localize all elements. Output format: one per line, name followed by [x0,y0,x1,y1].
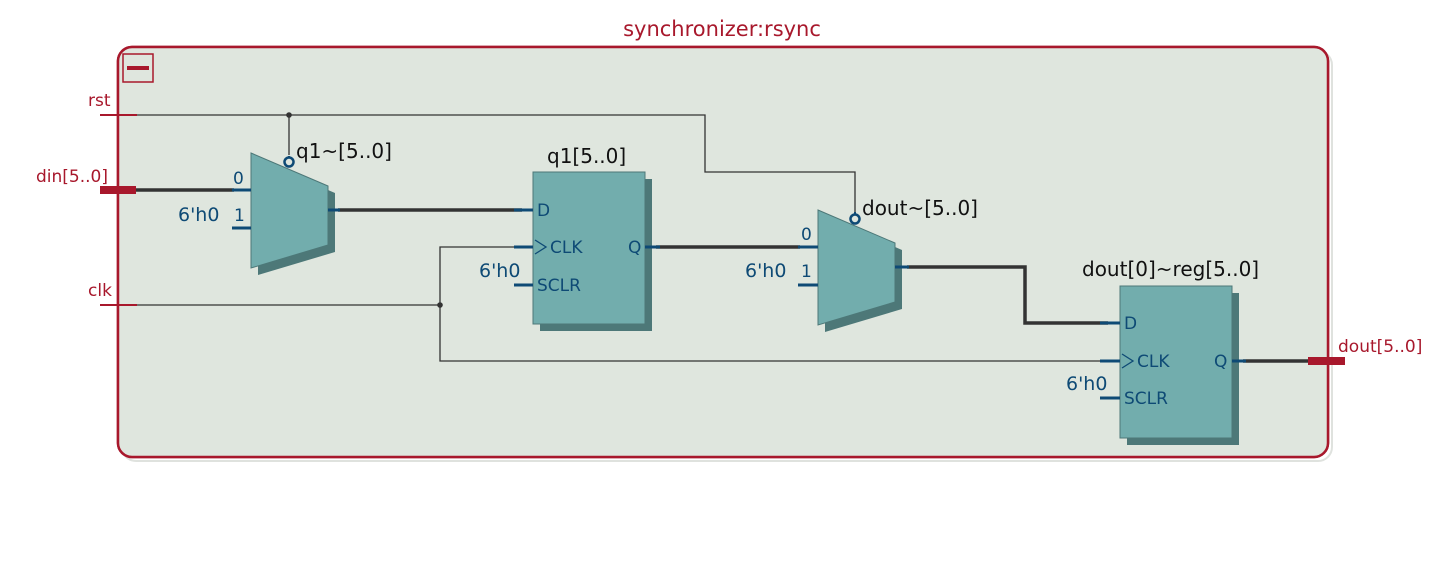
mux2-name-label: dout~[5..0] [862,196,978,220]
mux2-const-label: 6'h0 [745,260,786,282]
mux2-block[interactable]: 0 1 6'h0 dout~[5..0] [745,196,978,332]
reg1-pin-d: D [537,201,550,221]
reg1-pin-q: Q [628,238,641,258]
mux2-to-reg2-bus [907,265,1108,325]
module-frame [116,45,1333,462]
port-din[interactable]: din[5..0] [36,167,136,194]
reg2-pin-d: D [1124,314,1137,334]
module-title: synchronizer:rsync [623,17,821,41]
port-dout-label: dout[5..0] [1338,337,1422,357]
port-rst[interactable]: rst [88,91,137,116]
reg2-const-label: 6'h0 [1066,373,1107,395]
reg2-pin-sclr: SCLR [1124,389,1168,409]
collapse-button[interactable] [122,53,154,83]
mux2-in1-label: 1 [801,262,812,282]
mux2-in0-label: 0 [801,225,812,245]
reg1-clock-edge-icon [534,239,548,255]
port-dout[interactable]: dout[5..0] [1308,337,1422,365]
reg1-pin-sclr: SCLR [537,276,581,296]
reg1-const-label: 6'h0 [479,260,520,282]
clk-junction-dot [437,302,443,308]
minus-square-icon [127,66,149,70]
reg1-name-label: q1[5..0] [547,144,626,168]
rst-junction-dot [286,112,292,118]
rst-wire [135,114,856,212]
reg2-block[interactable]: D CLK SCLR Q 6'h0 dout[0]~reg[5..0] [1066,257,1259,445]
reg2-clock-edge-icon [1121,353,1135,369]
bus-wires [135,188,1310,363]
reg2-name-label: dout[0]~reg[5..0] [1082,257,1259,281]
clk-to-reg1-wire [439,246,524,305]
reg1-block[interactable]: D CLK SCLR Q 6'h0 q1[5..0] [479,144,660,331]
mux1-const-label: 6'h0 [178,204,219,226]
mux1-block[interactable]: 0 1 6'h0 q1~[5..0] [178,139,392,275]
reg2-pin-clk: CLK [1137,352,1170,372]
mux1-in0-label: 0 [233,169,244,189]
port-din-label: din[5..0] [36,167,108,187]
mux1-select-bubble-icon [283,156,295,168]
reg1-pin-clk: CLK [550,238,583,258]
port-rst-label: rst [88,91,111,111]
control-wires [135,114,1110,362]
mux1-name-label: q1~[5..0] [296,139,392,163]
mux2-select-bubble-icon [849,213,861,225]
mux1-in1-label: 1 [234,206,245,226]
port-clk-label: clk [88,281,112,301]
port-clk[interactable]: clk [88,281,137,306]
reg2-pin-q: Q [1214,352,1227,372]
clk-to-reg2-wire [439,305,1110,362]
